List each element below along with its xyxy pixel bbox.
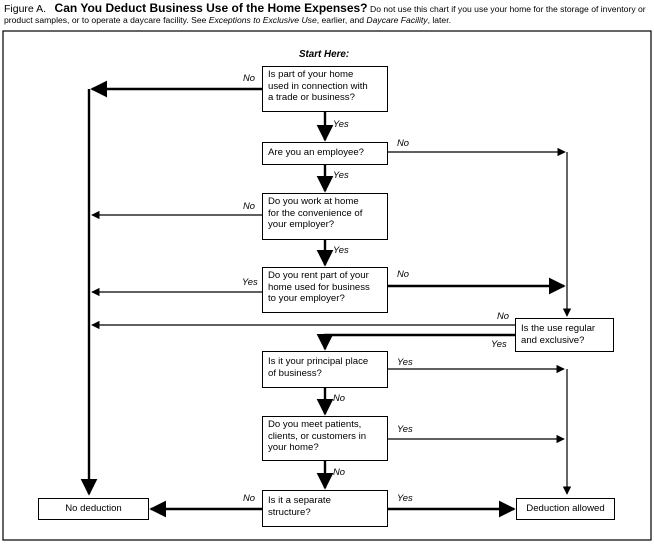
label-q1-no: No [243, 72, 255, 83]
outcome-deduction-allowed: Deduction allowed [516, 498, 615, 520]
question-separate-structure: Is it a separate structure? [262, 490, 388, 527]
figure-title: Can You Deduct Business Use of the Home … [54, 1, 368, 15]
question-rent-to-employer: Do you rent part of your home used for b… [262, 267, 388, 313]
label-q8-yes: Yes [397, 492, 413, 503]
figure-label: Figure A. [4, 3, 47, 15]
figure-note: Do not use this chart if you use your ho… [4, 4, 646, 25]
label-q2-yes: Yes [333, 169, 349, 180]
label-q7-yes: Yes [397, 423, 413, 434]
question-principal-place: Is it your principal place of business? [262, 351, 388, 388]
chart-frame [2, 30, 652, 541]
outcome-no-deduction: No deduction [38, 498, 149, 520]
label-q5-yes: Yes [491, 338, 507, 349]
label-q8-no: No [243, 492, 255, 503]
label-q3-yes: Yes [333, 244, 349, 255]
label-q5-no: No [497, 310, 509, 321]
label-q3-no: No [243, 200, 255, 211]
question-convenience-of-employer: Do you work at home for the convenience … [262, 193, 388, 240]
label-q6-no: No [333, 392, 345, 403]
label-q4-no: No [397, 268, 409, 279]
label-q4-yes: Yes [242, 276, 258, 287]
label-q7-no: No [333, 466, 345, 477]
question-trade-or-business: Is part of your home used in connection … [262, 66, 388, 112]
question-employee: Are you an employee? [262, 142, 388, 165]
question-regular-and-exclusive: Is the use regular and exclusive? [515, 318, 614, 352]
label-q1-yes: Yes [333, 118, 349, 129]
q5-yes-arrow [316, 333, 515, 351]
question-meet-patients-clients: Do you meet patients, clients, or custom… [262, 416, 388, 461]
start-here-label: Start Here: [299, 49, 350, 60]
label-q6-yes: Yes [397, 356, 413, 367]
figure-caption: Figure A. Can You Deduct Business Use of… [4, 1, 650, 26]
label-q2-no: No [397, 137, 409, 148]
